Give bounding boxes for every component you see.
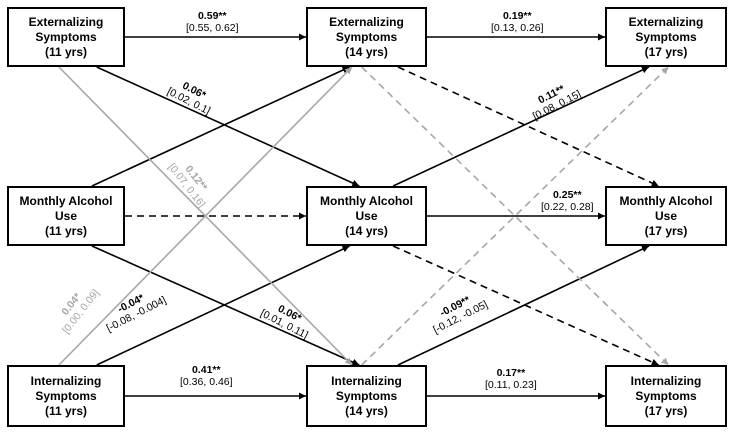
path-arrow-ext14-alc17 — [397, 66, 660, 187]
node-label-line3: (14 yrs) — [345, 44, 388, 59]
paths-layer — [58, 33, 669, 400]
path-ci: [0.36, 0.46] — [180, 376, 233, 388]
node-internalizing-11: Internalizing Symptoms (11 yrs) — [7, 365, 125, 427]
path-ci: [0.22, 0.28] — [541, 201, 594, 213]
node-label-line1: Monthly Alcohol — [19, 193, 113, 208]
path-ci: [0.13, 0.26] — [491, 22, 544, 34]
node-label-line1: Externalizing — [628, 14, 704, 29]
path-coefficient: 0.59** — [197, 10, 227, 22]
node-label-line1: Internalizing — [630, 373, 702, 388]
path-ci: [0.11, 0.23] — [485, 379, 537, 391]
node-label-line1: Internalizing — [331, 373, 402, 388]
path-arrow-ext11-alc14 — [96, 66, 360, 187]
node-label-line1: Externalizing — [329, 14, 404, 29]
node-label-line3: (17 yrs) — [644, 403, 688, 418]
node-label-line3: (14 yrs) — [345, 403, 388, 418]
node-alcohol-17: Monthly Alcohol Use (17 yrs) — [605, 186, 727, 246]
path-label-int14-int17: 0.17** [0.11, 0.23] — [485, 367, 537, 391]
node-label-line3: (11 yrs) — [44, 223, 88, 238]
node-label-line1: Externalizing — [28, 14, 104, 29]
node-label-line2: Symptoms — [335, 29, 398, 44]
node-externalizing-17: Externalizing Symptoms (17 yrs) — [605, 7, 727, 67]
node-internalizing-17: Internalizing Symptoms (17 yrs) — [605, 365, 727, 427]
path-label-alc14-alc17: 0.25** [0.22, 0.28] — [541, 189, 594, 213]
path-arrow-alc14-ext17 — [392, 66, 650, 187]
node-label-line3: (14 yrs) — [345, 223, 388, 238]
node-label-line1: Monthly Alcohol — [619, 193, 713, 208]
node-label-line2: Use — [654, 208, 677, 223]
path-coefficient: 0.19** — [502, 10, 532, 22]
node-internalizing-14: Internalizing Symptoms (14 yrs) — [306, 365, 427, 427]
node-label-line2: Use — [54, 208, 77, 223]
node-label-line2: Symptoms — [35, 29, 97, 44]
path-ci: [0.55, 0.62] — [186, 22, 239, 34]
node-label-line2: Symptoms — [635, 29, 697, 44]
node-alcohol-11: Monthly Alcohol Use (11 yrs) — [7, 186, 125, 246]
path-label-int11-int14: 0.41** [0.36, 0.46] — [180, 364, 233, 388]
node-label-line3: (17 yrs) — [644, 44, 688, 59]
node-label-line3: (11 yrs) — [44, 403, 88, 418]
node-label-line2: Symptoms — [635, 388, 697, 403]
node-label-line2: Use — [355, 208, 378, 223]
path-arrow-alc14-int17 — [392, 245, 660, 366]
node-externalizing-14: Externalizing Symptoms (14 yrs) — [306, 7, 427, 67]
path-arrow-int11-alc14 — [96, 245, 350, 366]
node-alcohol-14: Monthly Alcohol Use (14 yrs) — [306, 186, 427, 246]
path-coefficient: 0.17** — [496, 367, 526, 379]
path-label-ext14-ext17: 0.19** [0.13, 0.26] — [491, 10, 544, 34]
node-externalizing-11: Externalizing Symptoms (11 yrs) — [7, 7, 125, 67]
path-arrow-int14-alc17 — [397, 245, 650, 366]
path-arrow-alc11-int14 — [91, 245, 360, 366]
path-arrow-int11-ext14 — [58, 66, 353, 366]
node-label-line2: Symptoms — [35, 388, 97, 403]
node-label-line2: Symptoms — [335, 388, 398, 403]
node-label-line3: (17 yrs) — [644, 223, 688, 238]
path-arrow-alc11-ext14 — [91, 66, 350, 187]
path-coefficient: 0.41** — [191, 364, 221, 376]
node-label-line3: (11 yrs) — [44, 44, 88, 59]
node-label-line1: Monthly Alcohol — [320, 193, 413, 208]
node-label-line1: Internalizing — [30, 373, 102, 388]
path-label-ext11-ext14: 0.59** [0.55, 0.62] — [186, 10, 239, 34]
path-coefficient: 0.25** — [552, 189, 582, 201]
